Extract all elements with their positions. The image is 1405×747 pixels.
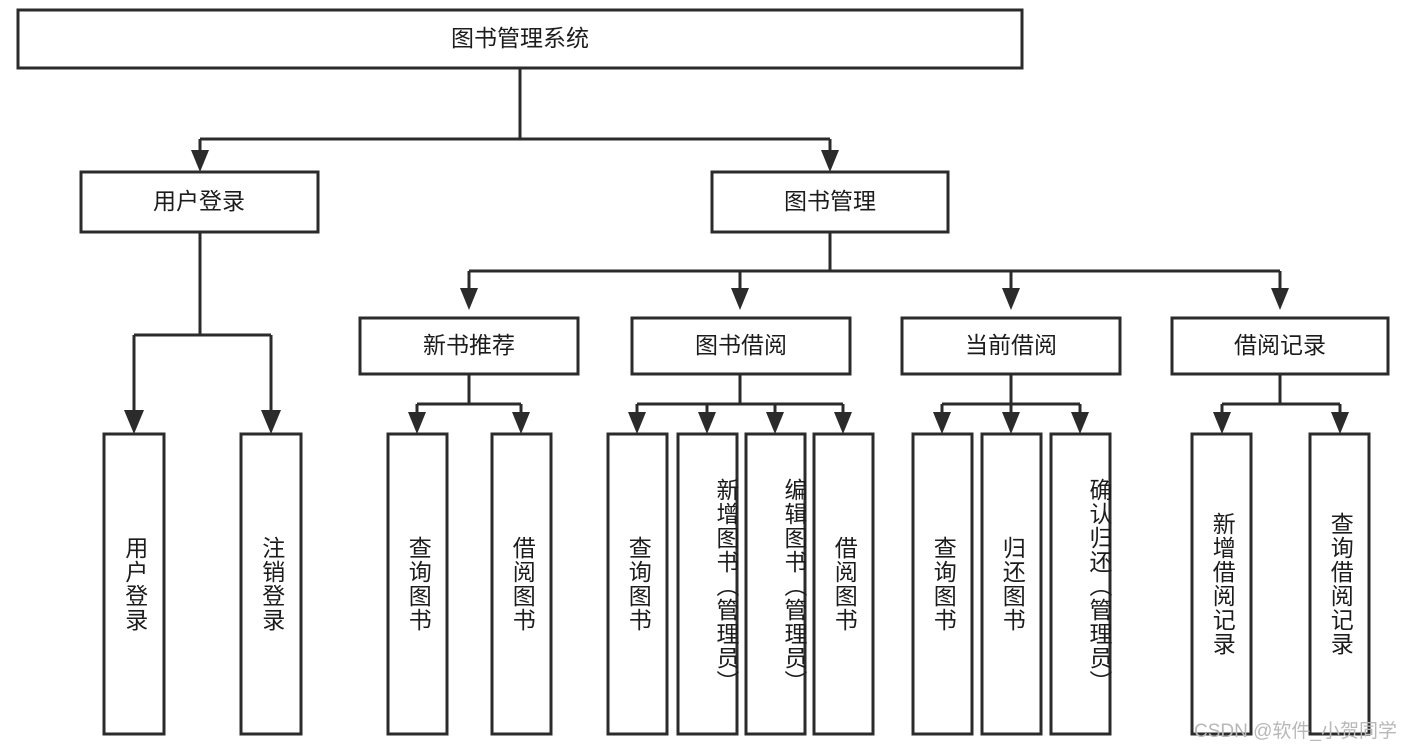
- leaf-box-newbook-0[interactable]: [386, 432, 449, 736]
- leaf-box-borrow-3[interactable]: [812, 432, 875, 736]
- arrowhead-borrow-leaf-0: [628, 412, 646, 434]
- arrowhead-borrow-leaf-1: [698, 412, 716, 434]
- connector-group-borrow-leaves: [628, 374, 852, 434]
- leaf-box-records-0[interactable]: [1190, 432, 1253, 736]
- connector-group-login-leaves: [124, 232, 281, 434]
- connector-records-to-leaves: [1220, 374, 1342, 414]
- leaf-box-borrow-1[interactable]: [676, 432, 739, 736]
- connector-login-to-leaves: [132, 232, 273, 412]
- arrowhead-login: [191, 150, 209, 172]
- connector-root-to-level2: [198, 68, 832, 160]
- node-bookmgmt[interactable]: 图书管理: [710, 170, 950, 234]
- node-current-label: 当前借阅: [965, 332, 1057, 358]
- leaf-box-login-1[interactable]: [239, 432, 303, 736]
- arrowhead-borrow: [731, 288, 749, 310]
- node-bookmgmt-label: 图书管理: [784, 188, 876, 214]
- arrowhead-records: [1271, 288, 1289, 310]
- node-newbook-label: 新书推荐: [423, 332, 515, 358]
- connector-borrow-to-leaves: [635, 374, 845, 414]
- leaf-box-borrow-2[interactable]: [744, 432, 807, 736]
- node-login[interactable]: 用户登录: [79, 170, 320, 234]
- connector-group-records-leaves: [1213, 374, 1349, 434]
- node-borrow-box[interactable]: [630, 316, 852, 376]
- node-login-box[interactable]: [79, 170, 320, 234]
- arrowhead-current-leaf-0: [933, 412, 951, 434]
- connector-current-to-leaves: [940, 374, 1082, 414]
- arrowhead-newbook: [460, 288, 478, 310]
- arrowhead-borrow-leaf-2: [766, 412, 784, 434]
- node-current-box[interactable]: [900, 316, 1122, 376]
- connector-group-root: [191, 68, 839, 172]
- connector-group-current-leaves: [933, 374, 1089, 434]
- arrowhead-borrow-leaf-3: [834, 412, 852, 434]
- arrowhead-bookmgmt: [821, 150, 839, 172]
- arrowhead-login-leaf-0: [124, 410, 144, 434]
- connector-newbook-to-leaves: [415, 374, 523, 414]
- leaf-box-login-0[interactable]: [102, 432, 166, 736]
- connector-bookmgmt-to-level3: [467, 232, 1282, 296]
- node-login-label: 用户登录: [153, 188, 245, 214]
- arrowhead-newbook-leaf-1: [512, 412, 530, 434]
- leaf-box-current-0[interactable]: [911, 432, 974, 736]
- node-records-label: 借阅记录: [1234, 332, 1326, 358]
- connector-group-newbook-leaves: [408, 374, 530, 434]
- node-newbook-box[interactable]: [358, 316, 580, 376]
- node-records[interactable]: 借阅记录: [1170, 316, 1390, 376]
- leaf-box-records-1[interactable]: [1308, 432, 1371, 736]
- node-borrow[interactable]: 图书借阅: [630, 316, 852, 376]
- arrowhead-current: [1002, 288, 1020, 310]
- leaf-box-current-1[interactable]: [980, 432, 1043, 736]
- node-bookmgmt-box[interactable]: [710, 170, 950, 234]
- connector-group-bookmgmt: [460, 232, 1289, 310]
- node-root[interactable]: 图书管理系统: [16, 8, 1024, 70]
- arrowhead-records-leaf-1: [1331, 412, 1349, 434]
- leaf-box-newbook-1[interactable]: [490, 432, 553, 736]
- node-root-label: 图书管理系统: [451, 25, 589, 51]
- node-current[interactable]: 当前借阅: [900, 316, 1122, 376]
- arrowhead-login-leaf-1: [261, 410, 281, 434]
- arrowhead-records-leaf-0: [1213, 412, 1231, 434]
- node-records-box[interactable]: [1170, 316, 1390, 376]
- node-root-box[interactable]: [16, 8, 1024, 70]
- node-newbook[interactable]: 新书推荐: [358, 316, 580, 376]
- arrowhead-current-leaf-1: [1002, 412, 1020, 434]
- csdn-watermark: CSDN @软件_小贺同学: [1194, 721, 1397, 742]
- leaf-box-current-2[interactable]: [1049, 432, 1112, 736]
- arrowhead-newbook-leaf-0: [408, 412, 426, 434]
- leaf-box-borrow-0[interactable]: [606, 432, 669, 736]
- node-borrow-label: 图书借阅: [695, 332, 787, 358]
- arrowhead-current-leaf-2: [1071, 412, 1089, 434]
